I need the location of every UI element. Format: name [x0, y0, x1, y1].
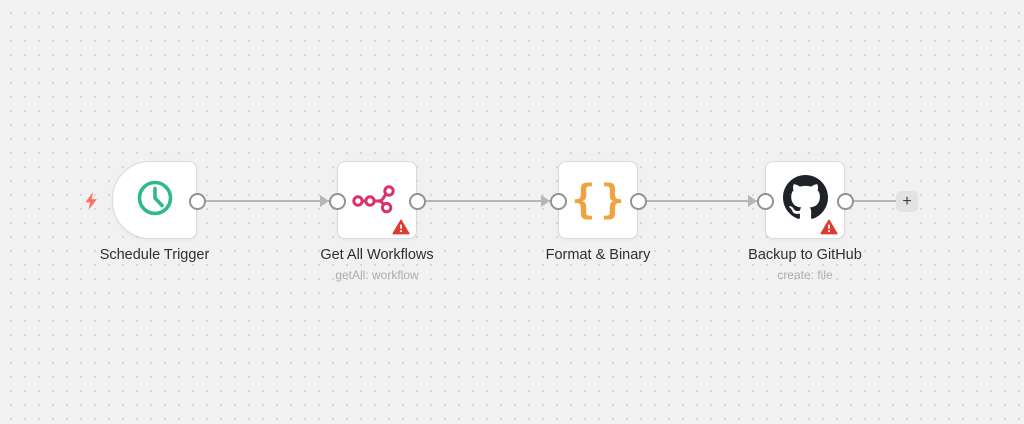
github-icon — [782, 175, 828, 225]
input-port[interactable] — [549, 192, 567, 210]
node-schedule-trigger[interactable] — [112, 161, 197, 239]
output-port[interactable] — [836, 192, 854, 210]
input-port[interactable] — [756, 192, 774, 210]
lightning-bolt-icon — [84, 192, 98, 215]
n8n-workflow-icon — [352, 180, 402, 221]
node-label: Get All Workflows — [320, 247, 434, 263]
arrowhead-icon — [540, 194, 550, 207]
arrowhead-icon — [319, 194, 329, 207]
output-port[interactable] — [188, 192, 206, 210]
connection-wire[interactable] — [197, 200, 337, 202]
output-port[interactable] — [408, 192, 426, 210]
node-label: Format & Binary — [545, 247, 651, 263]
node-subtitle: getAll: workflow — [335, 268, 419, 282]
warning-icon — [820, 219, 838, 235]
connection-wire[interactable] — [638, 200, 765, 202]
node-label: Backup to GitHub — [748, 247, 862, 263]
connection-wire[interactable] — [417, 200, 558, 202]
node-subtitle: create: file — [777, 268, 833, 282]
node-backup-to-github[interactable] — [765, 161, 845, 239]
warning-icon — [392, 219, 410, 235]
node-get-all-workflows[interactable] — [337, 161, 417, 239]
output-port[interactable] — [629, 192, 647, 210]
input-port[interactable] — [328, 192, 346, 210]
arrowhead-icon — [747, 194, 757, 207]
node-format-binary[interactable]: {} — [558, 161, 638, 239]
curly-braces-icon: {} — [571, 177, 630, 223]
connection-wire[interactable] — [845, 200, 896, 202]
clock-icon — [132, 175, 178, 226]
add-node-button[interactable]: + — [896, 191, 918, 212]
node-label: Schedule Trigger — [99, 247, 210, 263]
